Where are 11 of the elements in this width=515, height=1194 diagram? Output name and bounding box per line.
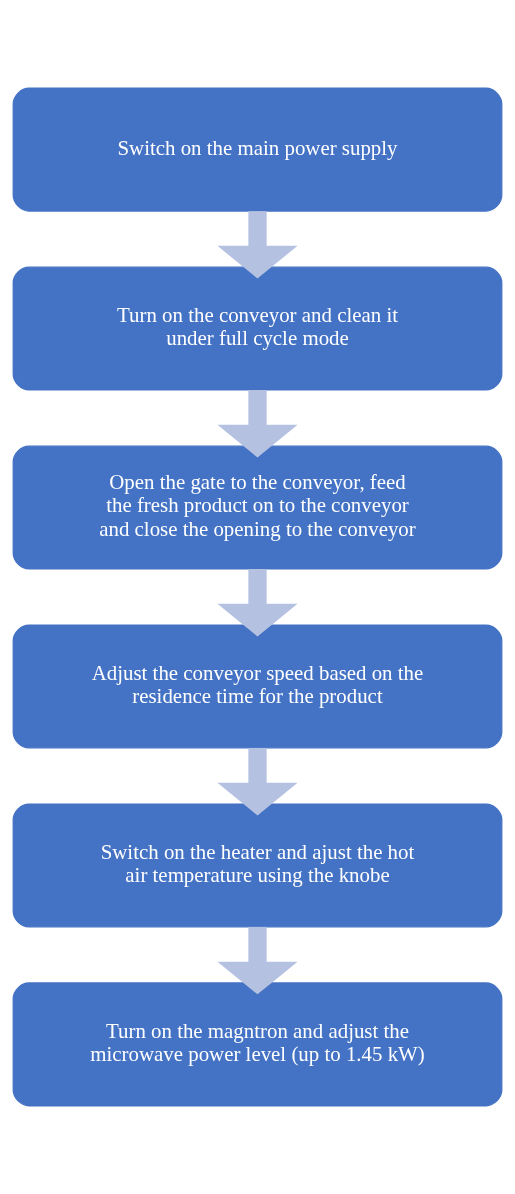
node-box: Open the gate to the conveyor, feed the fresh product on to the conveyor and close the opening to the conveyor — [12, 445, 503, 570]
node-box: Switch on the heater and ajust the hot air temperature using the knobe — [12, 803, 503, 928]
arrow — [217, 569, 298, 637]
node-box: Turn on the magntron and adjust the microwave power level (up to 1.45 kW) — [12, 982, 503, 1107]
arrow — [217, 926, 298, 995]
arrow — [217, 390, 298, 458]
node-box: Turn on the conveyor and clean it under full cycle mode — [12, 266, 503, 391]
arrow — [217, 747, 298, 816]
node-box: Switch on the main power supply — [12, 87, 503, 212]
node-box: Adjust the conveyor speed based on the residence time for the product — [12, 624, 503, 749]
arrow — [217, 211, 298, 279]
